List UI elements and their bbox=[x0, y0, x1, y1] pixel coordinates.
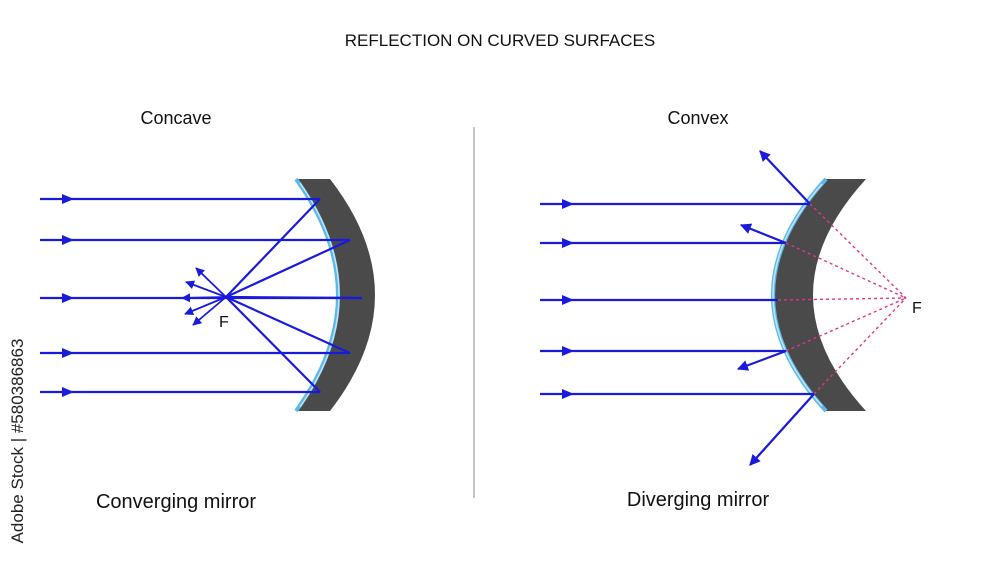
arrowhead bbox=[562, 346, 574, 356]
virtual-ray bbox=[809, 203, 907, 299]
virtual-ray bbox=[785, 242, 907, 299]
post-focus-ray bbox=[185, 280, 227, 298]
convex-reflected-ray-4 bbox=[736, 349, 787, 371]
convex-incident-rays bbox=[540, 202, 814, 396]
concave-heading: Concave bbox=[140, 108, 211, 128]
concave-reflected-rays bbox=[225, 198, 363, 393]
stock-watermark-text: Adobe Stock | #580386863 bbox=[8, 338, 27, 544]
arrowhead bbox=[62, 194, 74, 204]
concave-reflected-ray-1 bbox=[225, 198, 321, 298]
convex-reflected-ray-5 bbox=[749, 393, 815, 466]
concave-incident-arrowheads bbox=[62, 194, 74, 397]
convex-virtual-rays bbox=[777, 203, 907, 395]
concave-incident-rays bbox=[40, 197, 362, 394]
post-focus-ray bbox=[184, 296, 227, 316]
concave-caption: Converging mirror bbox=[96, 491, 256, 513]
convex-caption: Diverging mirror bbox=[627, 489, 770, 511]
convex-reflected-ray-1 bbox=[759, 150, 811, 205]
arrowhead bbox=[62, 348, 74, 358]
convex-heading: Convex bbox=[667, 108, 728, 128]
concave-focal-label: F bbox=[219, 314, 229, 331]
concave-reflected-ray-4 bbox=[225, 295, 351, 355]
arrowhead bbox=[62, 293, 74, 303]
arrowhead bbox=[562, 199, 574, 209]
post-focus-ray bbox=[181, 293, 227, 303]
arrowhead bbox=[562, 295, 574, 305]
post-focus-ray bbox=[192, 296, 227, 326]
convex-focal-label: F bbox=[912, 300, 922, 317]
convex-reflected-ray-2 bbox=[739, 223, 787, 245]
concave-mirror bbox=[294, 177, 375, 413]
concave-reflected-ray-5 bbox=[225, 296, 321, 393]
stock-watermark: Adobe Stock | #580386863 bbox=[6, 326, 30, 556]
arrowhead bbox=[62, 387, 74, 397]
concave-reflected-ray-3 bbox=[225, 295, 363, 300]
arrowhead bbox=[62, 235, 74, 245]
diagram-title: REFLECTION ON CURVED SURFACES bbox=[345, 31, 655, 50]
convex-reflected-rays bbox=[736, 150, 815, 466]
arrowhead bbox=[562, 389, 574, 399]
convex-mirror bbox=[771, 177, 866, 413]
post-focus-ray bbox=[195, 267, 227, 298]
arrowhead bbox=[562, 238, 574, 248]
convex-incident-arrowheads bbox=[562, 199, 574, 399]
virtual-ray bbox=[785, 297, 907, 352]
concave-diverging-after-focus bbox=[181, 267, 227, 326]
concave-reflected-ray-2 bbox=[225, 239, 351, 298]
virtual-ray bbox=[813, 297, 907, 395]
